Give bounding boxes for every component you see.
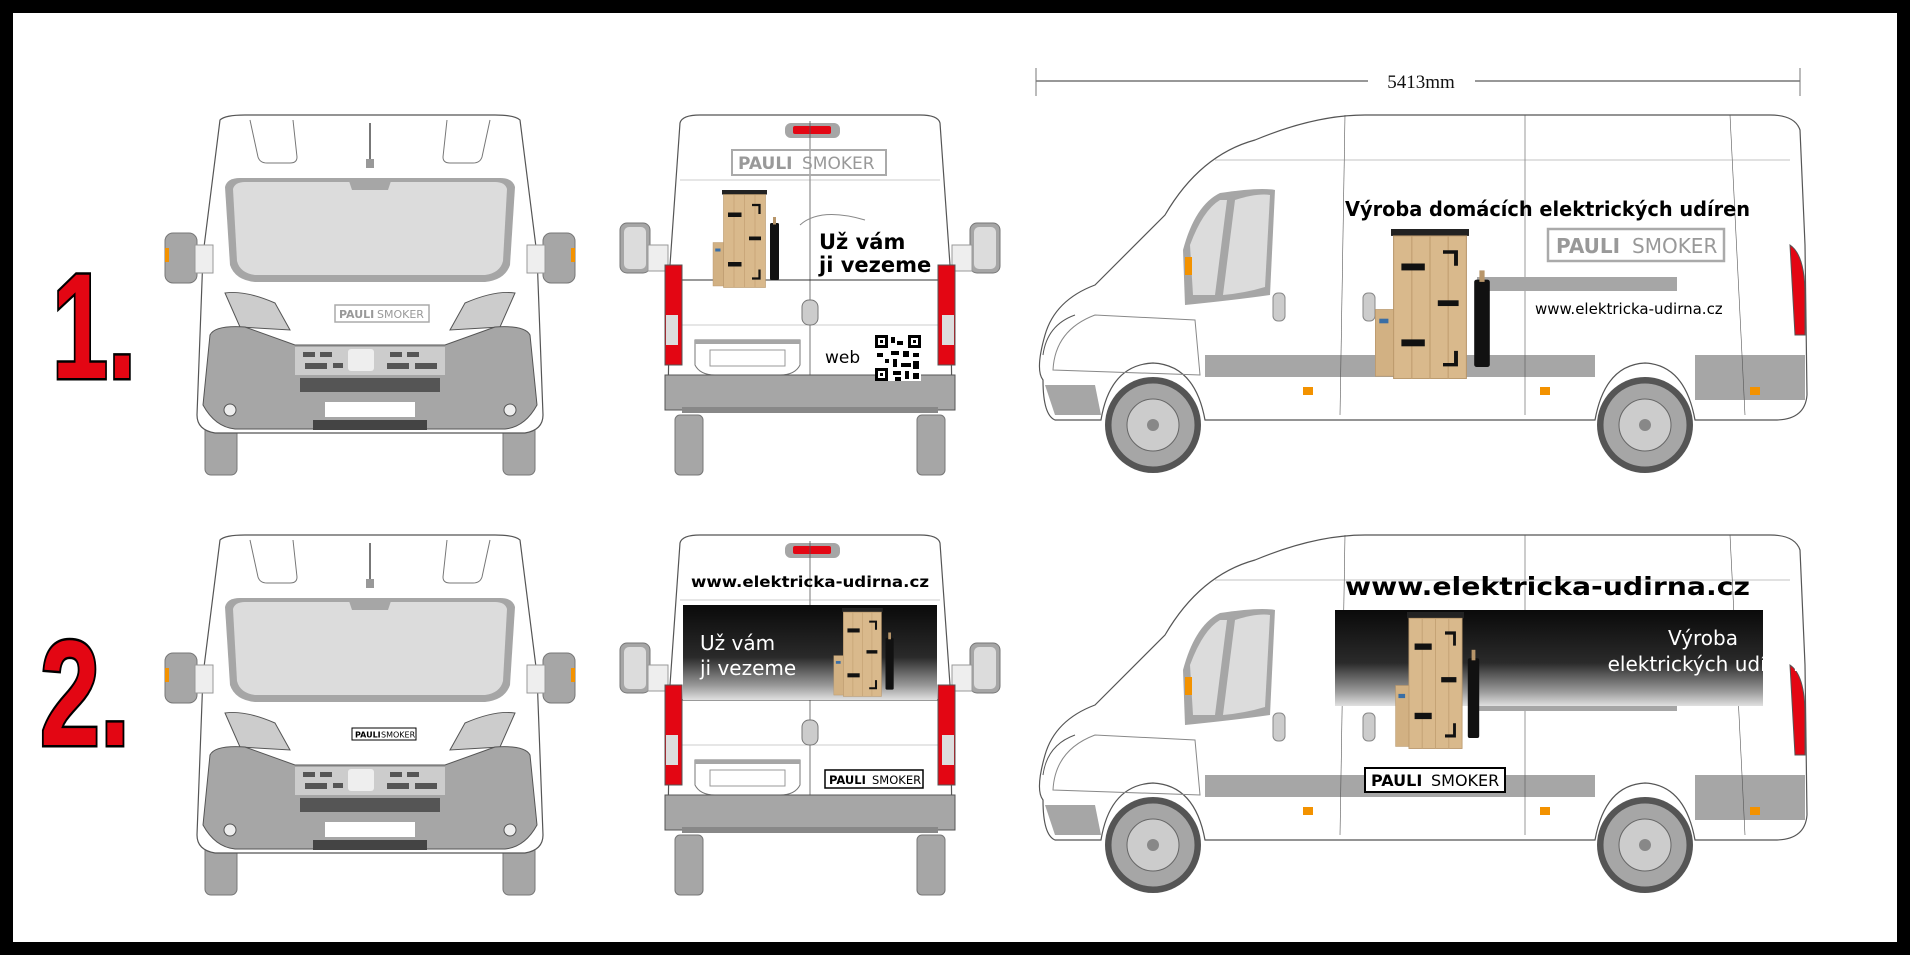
badge-bold: PAULI <box>339 308 374 321</box>
slogan-line-1: Už vám <box>819 230 905 254</box>
variant-number: 1. <box>52 242 136 410</box>
side-view: www.elektricka-udirna.cz Výroba elektric… <box>1038 534 1808 894</box>
slogan-line-2: elektrických udíren <box>1608 652 1799 676</box>
smoke-banner <box>683 605 937 700</box>
rear-url: www.elektricka-udirna.cz <box>691 573 929 591</box>
badge-bold: PAULI <box>355 731 381 740</box>
rear-view: PAULI SMOKER Už vám ji vezeme web <box>619 114 1001 476</box>
variant-2: 2. PAULI SMOKER www.elektricka-udirna.cz… <box>38 534 1808 896</box>
arrow-graphic <box>799 214 866 226</box>
logo-light: SMOKER <box>802 154 875 174</box>
slogan-line-1: Výroba <box>1668 626 1738 650</box>
slogan-line-1: Už vám <box>700 631 775 655</box>
side-logo <box>1546 227 1726 263</box>
front-view: PAULI SMOKER <box>164 534 576 896</box>
front-badge <box>334 304 430 323</box>
length-label: 5413mm <box>1387 72 1455 93</box>
logo-bold: PAULI <box>1371 771 1422 790</box>
logo-bold: PAULI <box>829 773 866 787</box>
logo-bold: PAULI <box>738 154 793 174</box>
side-view: Výroba domácích elektrických udíren PAUL… <box>1038 114 1808 474</box>
front-badge <box>351 727 417 741</box>
rear-view: www.elektricka-udirna.cz Už vám ji vezem… <box>619 534 1001 896</box>
logo-bold: PAULI <box>1556 234 1620 258</box>
slogan-line-2: ji vezeme <box>818 253 931 277</box>
rear-logo <box>824 769 924 789</box>
badge-light: SMOKER <box>377 308 424 321</box>
slogan-line-2: ji vezeme <box>699 656 796 680</box>
side-logo <box>1364 767 1506 793</box>
side-url: www.elektricka-udirna.cz <box>1535 300 1723 318</box>
logo-light: SMOKER <box>1431 771 1499 790</box>
web-label: web <box>825 348 860 368</box>
variant-1: 1. PAULI SMOKER PAULI SMOKER Už vám ji v… <box>50 114 1808 476</box>
rear-logo <box>731 149 887 176</box>
qr-code <box>875 335 921 381</box>
side-url: www.elektricka-udirna.cz <box>1345 572 1750 601</box>
side-headline: Výroba domácích elektrických udíren <box>1345 197 1750 221</box>
logo-light: SMOKER <box>1632 234 1717 258</box>
variant-number: 2. <box>40 609 130 777</box>
logo-light: SMOKER <box>872 773 921 787</box>
length-dimension: 5413mm <box>1035 68 1801 96</box>
badge-light: SMOKER <box>381 731 416 740</box>
front-view: PAULI SMOKER <box>164 114 576 476</box>
